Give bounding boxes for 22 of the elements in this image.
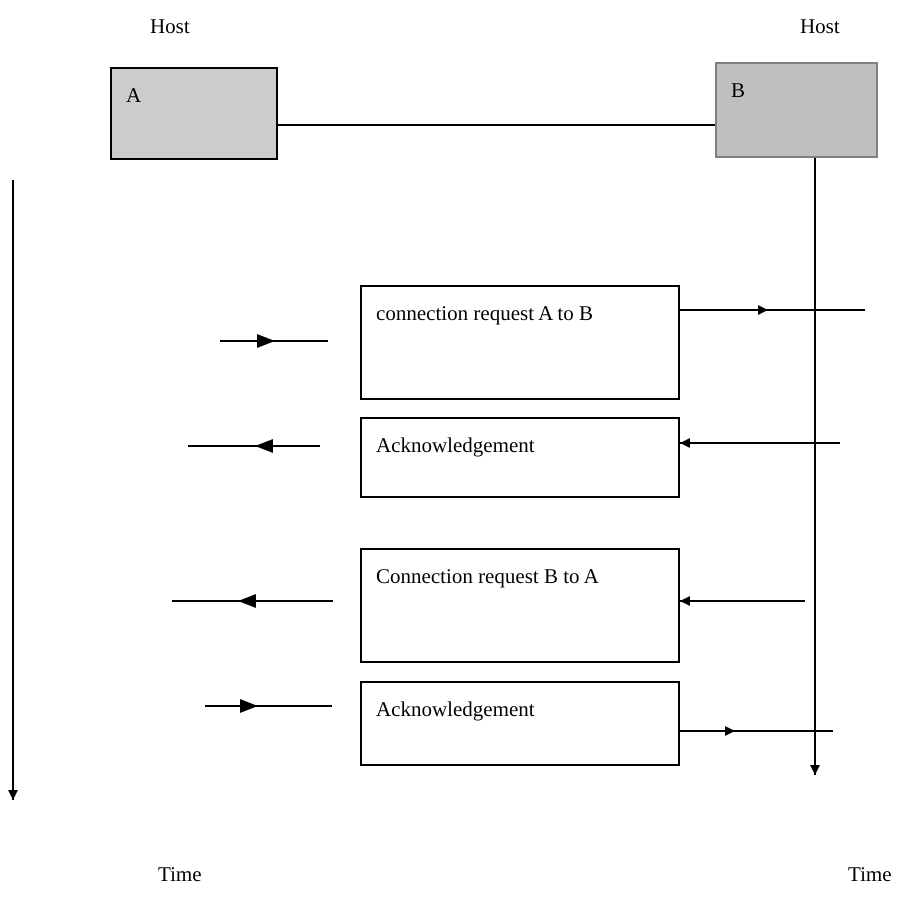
- host-box: [715, 62, 878, 158]
- connector-line: [278, 124, 715, 126]
- message-box: [360, 681, 680, 766]
- message-box: [360, 285, 680, 400]
- message-box: [360, 417, 680, 498]
- host-box: [110, 67, 278, 160]
- axis-label: Time: [158, 862, 202, 887]
- arrow: [680, 305, 768, 315]
- message-label: Connection request B to A: [376, 563, 600, 590]
- message-label: Acknowledgement: [376, 432, 536, 459]
- arrow: [680, 726, 735, 736]
- message-label: Acknowledgement: [376, 696, 536, 723]
- arrow: [680, 438, 840, 448]
- message-label: connection request A to B: [376, 300, 594, 327]
- arrow: [680, 596, 805, 606]
- host-name: B: [731, 77, 746, 104]
- arrow: [810, 158, 820, 775]
- axis-label: Time: [848, 862, 892, 887]
- message-box: [360, 548, 680, 663]
- host-name: A: [126, 82, 142, 109]
- host-label: Host: [150, 14, 190, 39]
- host-label: Host: [800, 14, 840, 39]
